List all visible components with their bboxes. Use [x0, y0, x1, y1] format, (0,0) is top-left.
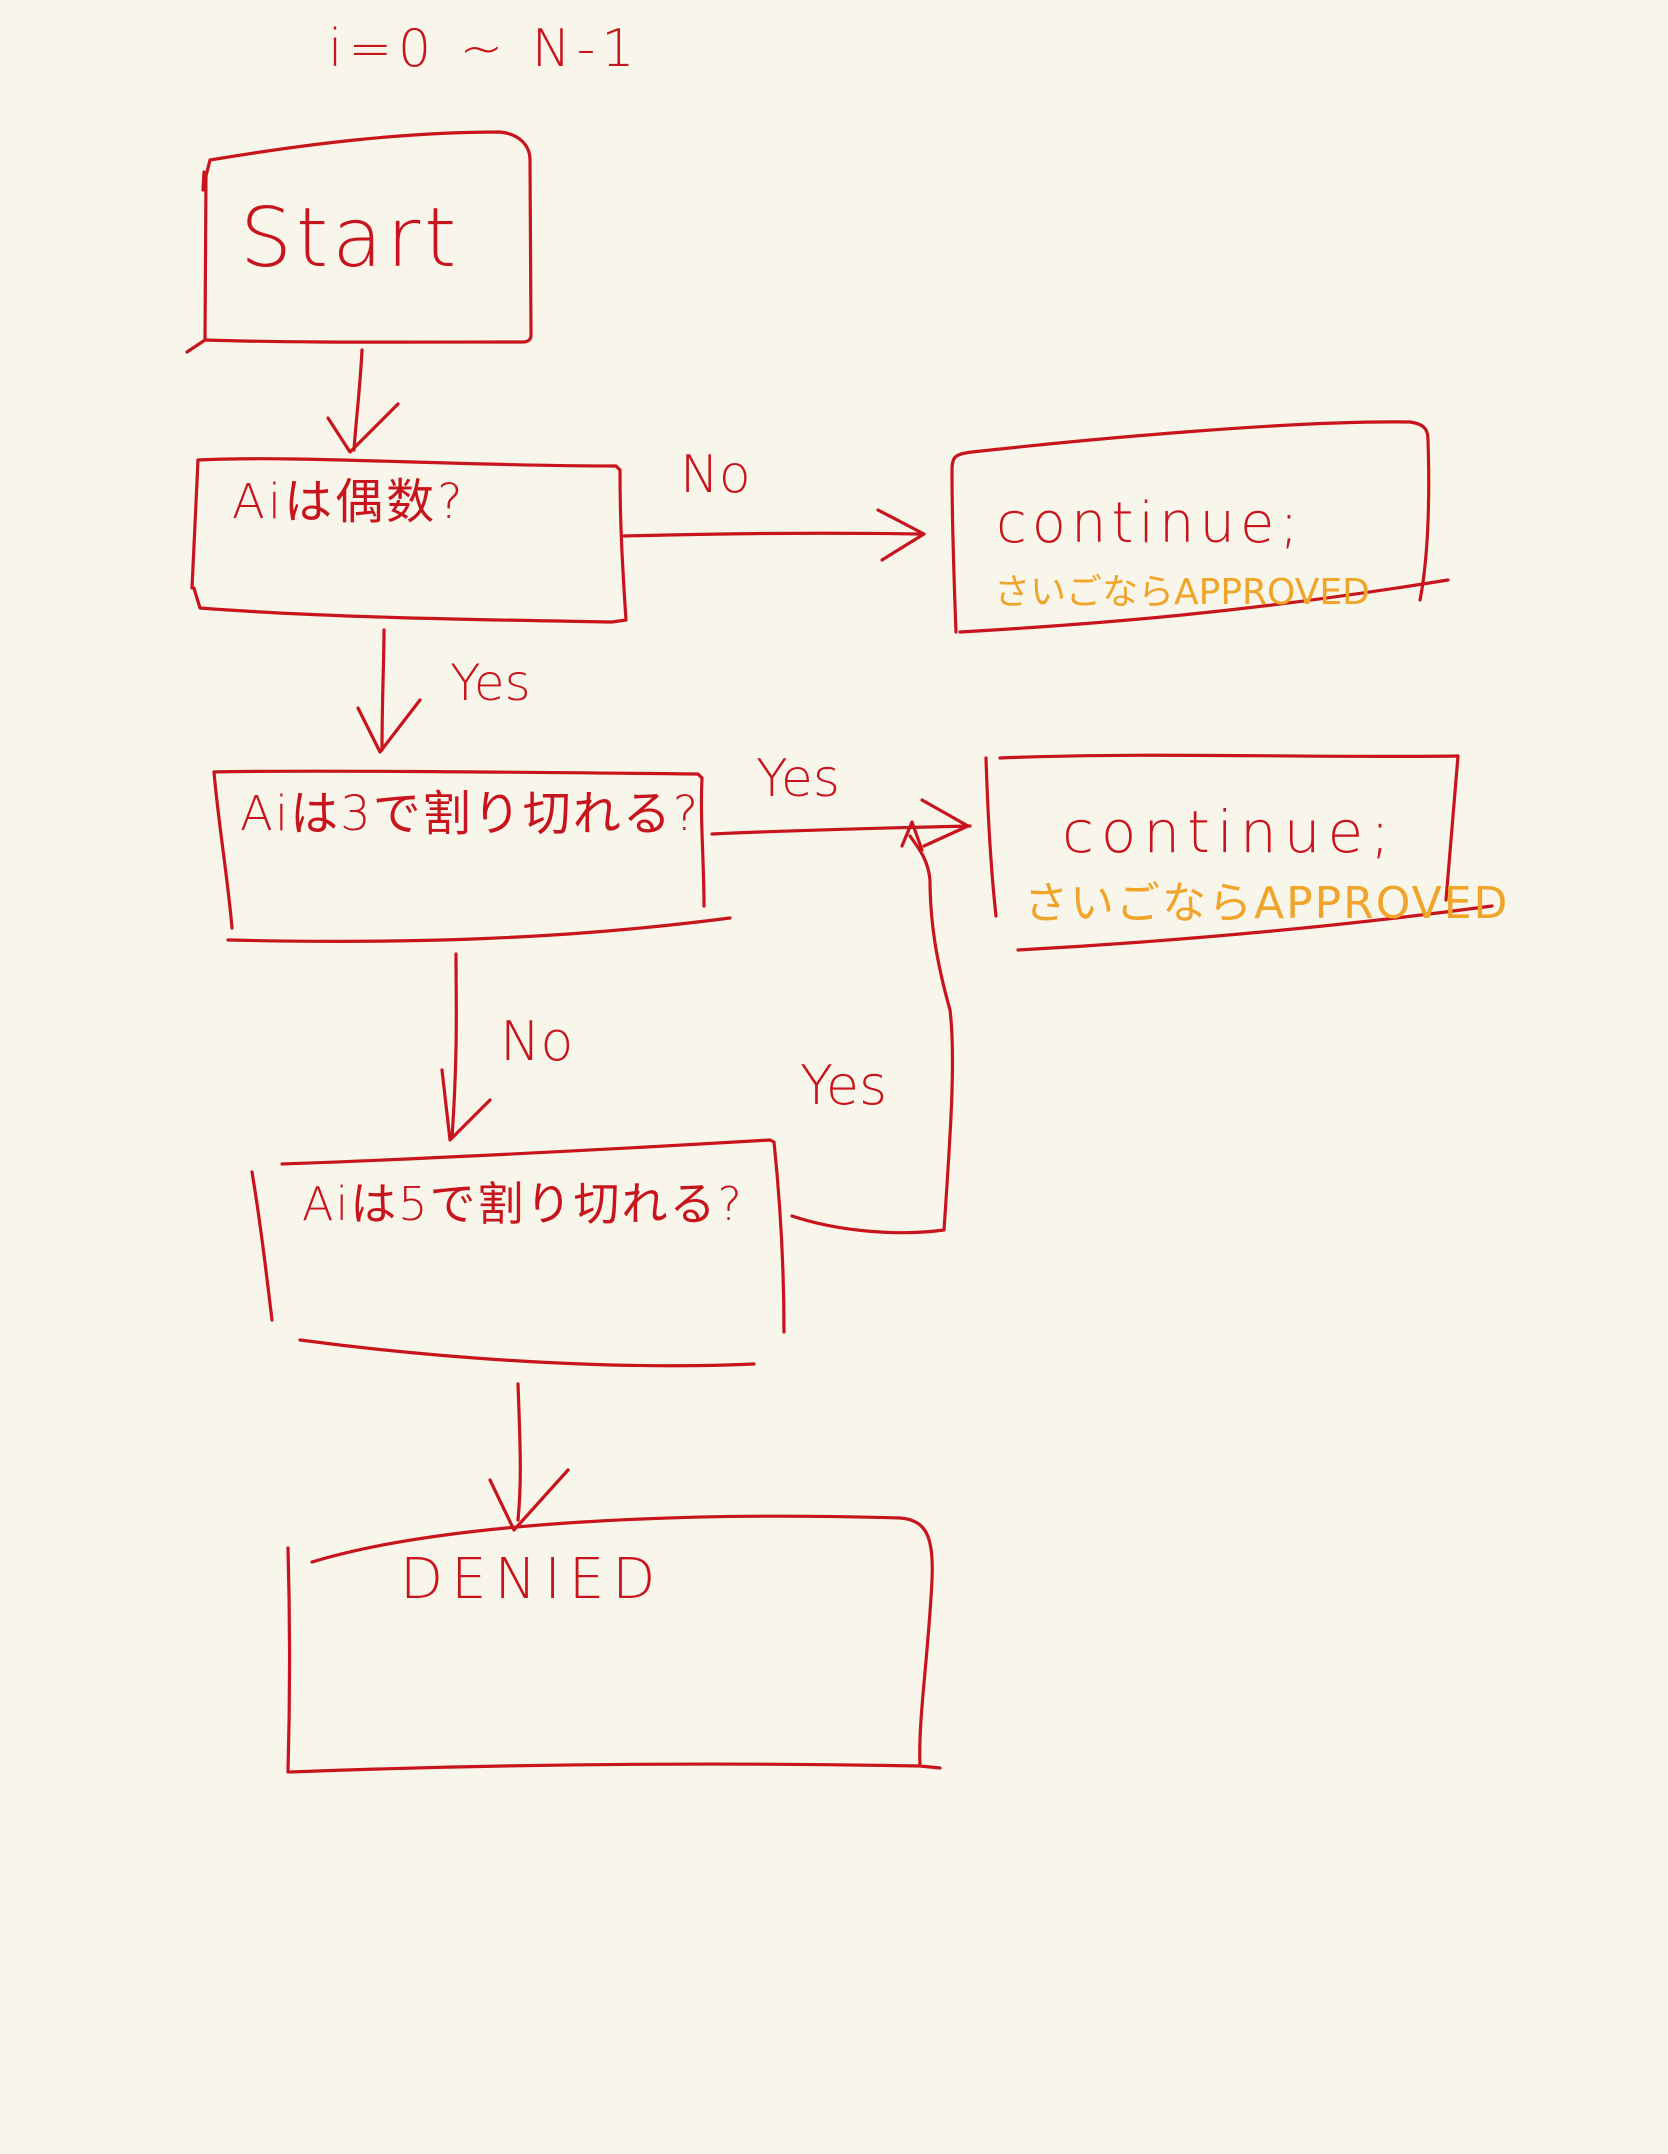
arrow-even-yes — [356, 628, 422, 754]
arrow-div5-to-denied — [488, 1382, 570, 1532]
arrow-start-to-even — [326, 348, 400, 454]
even-check-box: Aiは偶数? — [190, 457, 628, 624]
even-check-label: Aiは偶数? — [232, 474, 466, 530]
div3-check-label: Aiは3で割り切れる? — [240, 786, 700, 842]
arrow-div3-yes — [710, 798, 972, 848]
denied-box: DENIED — [286, 1514, 942, 1774]
loop-label: i=0 ~ N-1 — [328, 19, 640, 79]
div5-check-box-outline — [250, 1138, 786, 1368]
arrow-div5-yes — [790, 820, 955, 1235]
div3-check-box: Aiは3で割り切れる? — [212, 769, 732, 943]
continue-box-2: continue; さいごならAPPROVED — [984, 753, 1509, 952]
div3-check-box-outline — [212, 769, 732, 943]
div3-yes-label: Yes — [756, 749, 840, 809]
continue-2-label: continue; — [1062, 798, 1397, 866]
even-no-label: No — [680, 445, 751, 505]
div5-check-label: Aiは5で割り切れる? — [302, 1177, 744, 1231]
div3-no-label: No — [500, 1010, 573, 1073]
continue-box-1-outline — [950, 420, 1450, 634]
div5-yes-label: Yes — [800, 1054, 887, 1117]
even-yes-label: Yes — [450, 654, 531, 712]
continue-1-label: continue; — [996, 491, 1303, 556]
arrow-even-no — [622, 508, 926, 562]
continue-box-1: continue; さいごならAPPROVED — [950, 420, 1450, 634]
arrow-div3-no — [440, 952, 492, 1142]
denied-label: DENIED — [400, 1547, 663, 1612]
even-check-box-outline — [190, 457, 628, 624]
start-box: Start — [185, 130, 533, 354]
start-box-outline — [185, 130, 533, 354]
start-label: Start — [240, 191, 460, 286]
continue-2-note: さいごならAPPROVED — [1024, 878, 1509, 929]
div5-check-box: Aiは5で割り切れる? — [250, 1138, 786, 1368]
continue-1-note: さいごならAPPROVED — [994, 572, 1370, 613]
continue-box-2-outline — [984, 753, 1494, 952]
denied-box-outline — [286, 1514, 942, 1774]
